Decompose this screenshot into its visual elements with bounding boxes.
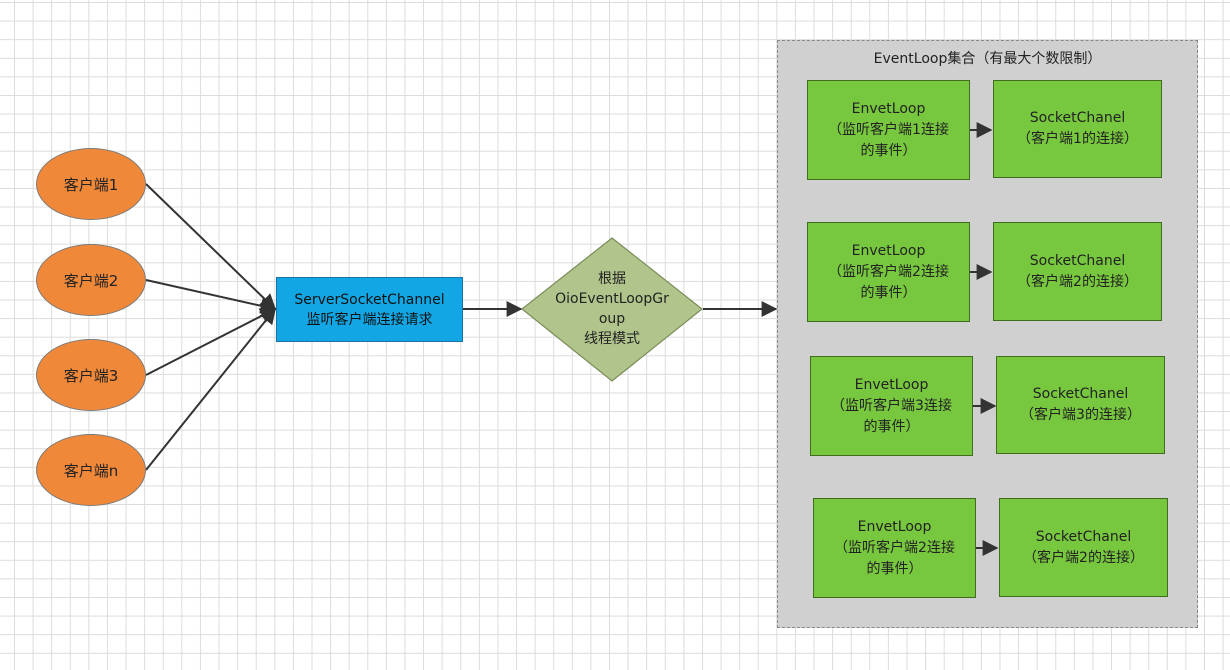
eventloop-group-title: EventLoop集合（有最大个数限制） <box>873 51 1102 67</box>
socket-channel-node-1: SocketChanel （客户端1的连接） <box>993 80 1162 178</box>
eventloop-desc-2: 的事件） <box>860 284 917 301</box>
server-description: 监听客户端连接请求 <box>306 311 433 328</box>
channel-title: SocketChanel <box>1029 252 1126 269</box>
decision-line-2: OioEventLoopGr <box>555 291 669 307</box>
client-label: 客户端3 <box>63 366 119 385</box>
client-node-2: 客户端2 <box>36 244 146 316</box>
socket-channel-node-4: SocketChanel （客户端2的连接） <box>999 498 1168 597</box>
channel-desc: （客户端2的连接） <box>1017 273 1138 290</box>
socket-channel-node-3: SocketChanel （客户端3的连接） <box>996 356 1165 454</box>
connector-client3-server <box>145 308 277 376</box>
eventloop-node-4: EnvetLoop （监听客户端2连接 的事件） <box>813 498 976 598</box>
eventloop-desc-2: 的事件） <box>860 142 917 159</box>
decision-line-1: 根据 <box>598 271 626 287</box>
server-title: ServerSocketChannel <box>294 291 445 308</box>
server-socket-channel-node: ServerSocketChannel 监听客户端连接请求 <box>276 277 463 342</box>
client-label: 客户端2 <box>63 271 119 290</box>
socket-channel-node-2: SocketChanel （客户端2的连接） <box>993 222 1162 321</box>
connector-clientn-server <box>145 307 277 471</box>
channel-desc: （客户端3的连接） <box>1020 407 1141 423</box>
channel-title: SocketChanel <box>1032 386 1129 402</box>
eventloop-desc-1: （监听客户端2连接 <box>828 263 949 280</box>
channel-desc: （客户端1的连接） <box>1017 131 1138 147</box>
eventloop-title: EnvetLoop <box>851 100 926 117</box>
eventloop-title: EnvetLoop <box>854 376 929 393</box>
eventloop-node-1: EnvetLoop （监听客户端1连接 的事件） <box>807 80 970 180</box>
decision-label: 根据 OioEventLoopGr oup 线程模式 <box>540 262 684 356</box>
decision-diamond <box>521 237 703 382</box>
channel-desc: （客户端2的连接） <box>1023 549 1144 566</box>
client-node-3: 客户端3 <box>36 339 146 411</box>
eventloop-desc-1: （监听客户端2连接 <box>834 539 955 556</box>
client-node-n: 客户端n <box>36 434 146 506</box>
eventloop-desc-2: 的事件） <box>863 418 920 435</box>
connector-client2-server <box>145 279 277 314</box>
connector-client1-server <box>145 183 277 311</box>
eventloop-node-2: EnvetLoop （监听客户端2连接 的事件） <box>807 222 970 322</box>
eventloop-desc-1: （监听客户端3连接 <box>831 397 952 414</box>
client-node-1: 客户端1 <box>36 148 146 220</box>
client-label: 客户端n <box>63 461 119 480</box>
decision-line-3: oup <box>598 311 626 327</box>
channel-title: SocketChanel <box>1029 110 1126 126</box>
eventloop-desc-2: 的事件） <box>866 560 923 577</box>
client-label: 客户端1 <box>63 175 119 194</box>
decision-line-4: 线程模式 <box>584 331 640 347</box>
eventloop-node-3: EnvetLoop （监听客户端3连接 的事件） <box>810 356 973 456</box>
channel-title: SocketChanel <box>1035 528 1132 545</box>
eventloop-desc-1: （监听客户端1连接 <box>828 121 949 138</box>
eventloop-title: EnvetLoop <box>851 242 926 259</box>
eventloop-title: EnvetLoop <box>857 518 932 535</box>
